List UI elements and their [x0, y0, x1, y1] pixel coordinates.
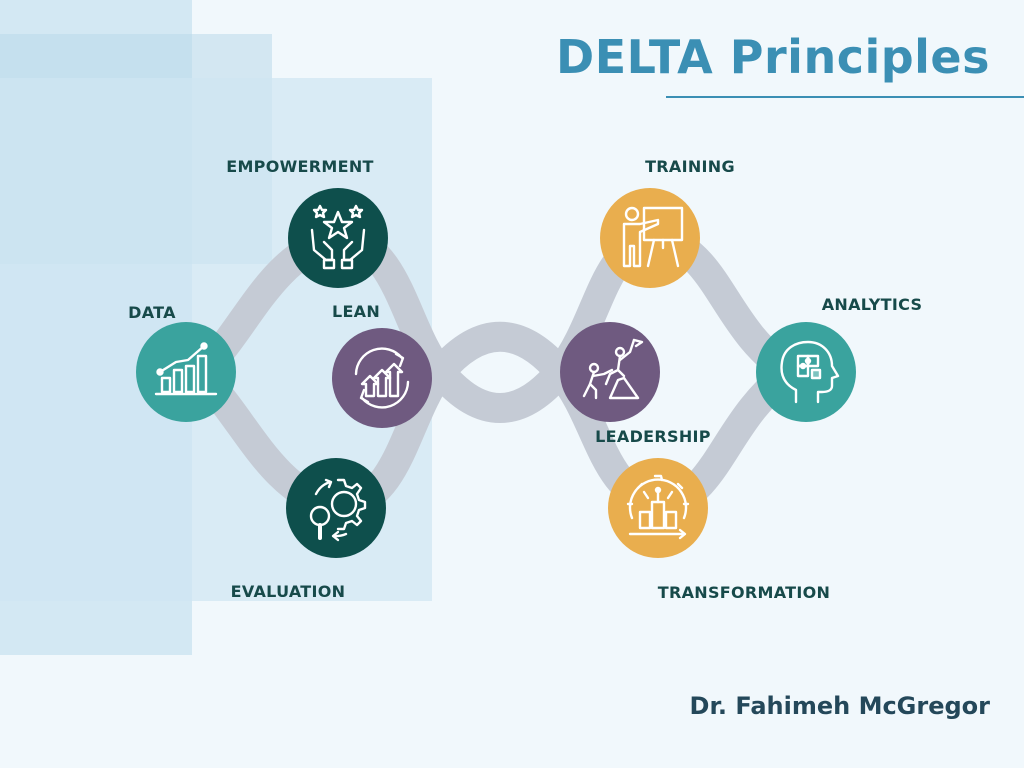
- hands-star-icon: [310, 204, 366, 270]
- arrows-cycle-growth-icon: [354, 347, 410, 409]
- label-empowerment: EMPOWERMENT: [226, 157, 374, 176]
- evaluation-node: [286, 458, 386, 558]
- analytics-node: [756, 322, 856, 422]
- bar-chart-growth-icon: [154, 342, 218, 396]
- data-node: [136, 322, 236, 422]
- label-lean: LEAN: [331, 302, 381, 321]
- label-leadership: LEADERSHIP: [595, 427, 711, 446]
- empowerment-node: [288, 188, 388, 288]
- leadership-node: [560, 322, 660, 422]
- author-name: Dr. Fahimeh McGregor: [689, 692, 990, 720]
- label-analytics: ANALYTICS: [821, 295, 923, 314]
- label-training: TRAINING: [645, 157, 735, 176]
- presentation-board-icon: [622, 206, 684, 268]
- title-underline: [666, 96, 1024, 98]
- gear-building-icon: [626, 474, 690, 540]
- head-puzzle-icon: [780, 340, 840, 404]
- gear-magnifier-icon: [309, 478, 367, 542]
- lean-node: [332, 328, 432, 428]
- training-node: [600, 188, 700, 288]
- label-evaluation: EVALUATION: [230, 582, 346, 601]
- label-transformation: TRANSFORMATION: [657, 583, 831, 602]
- climbers-flag-icon: [582, 338, 644, 400]
- transformation-node: [608, 458, 708, 558]
- page-title: DELTA Principles: [556, 30, 990, 84]
- label-data: DATA: [128, 303, 176, 322]
